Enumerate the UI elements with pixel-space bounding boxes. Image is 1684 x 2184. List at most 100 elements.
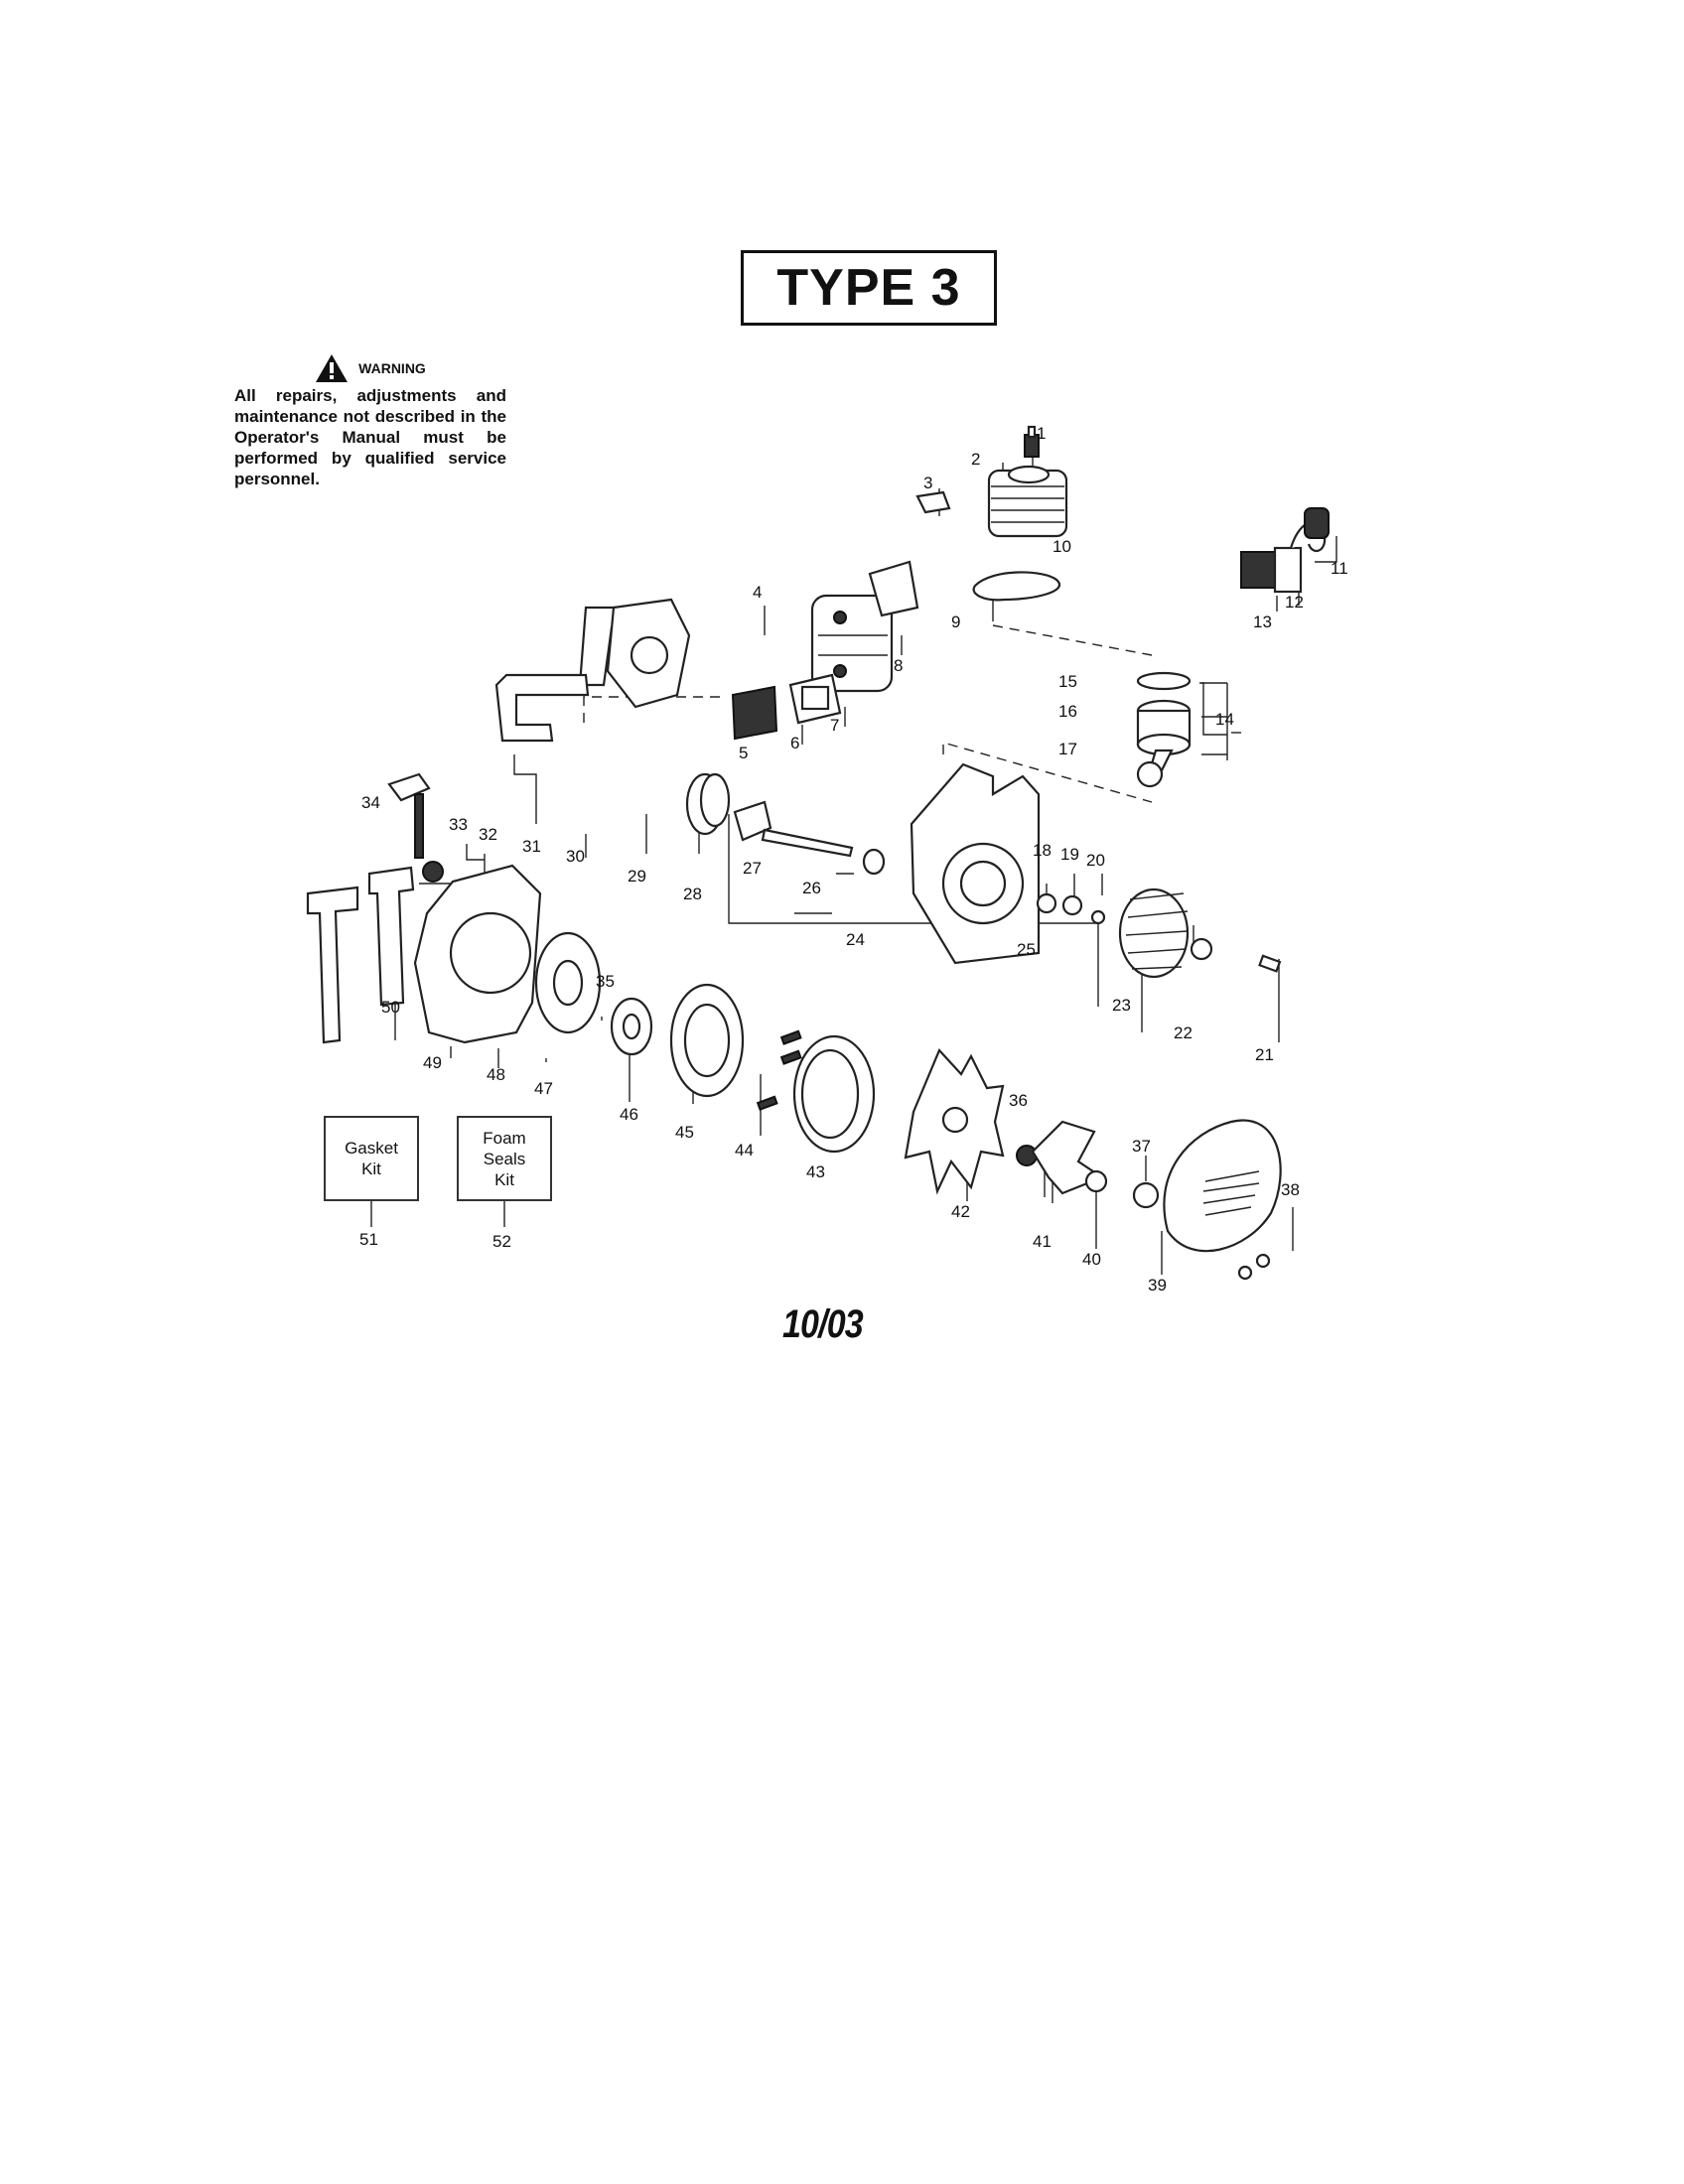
revision-date: 10/03 xyxy=(782,1302,864,1346)
callout-51: 51 xyxy=(359,1230,378,1249)
callout-46: 46 xyxy=(620,1105,638,1124)
warning-triangle-icon xyxy=(316,354,349,382)
callout-27: 27 xyxy=(743,859,762,878)
callout-42: 42 xyxy=(951,1202,970,1221)
flywheel-washer-part xyxy=(1190,937,1213,961)
piston-part xyxy=(1136,671,1192,756)
callout-23: 23 xyxy=(1112,996,1131,1015)
callout-50: 50 xyxy=(381,998,400,1017)
callout-20: 20 xyxy=(1086,851,1105,870)
starter-screws-part xyxy=(756,1029,802,1111)
blower-cover-part xyxy=(1163,1119,1282,1253)
primer-handle-part xyxy=(387,772,444,883)
callout-1: 1 xyxy=(1037,424,1046,443)
callout-43: 43 xyxy=(806,1162,825,1181)
starter-washer-part xyxy=(610,997,653,1056)
blower-nut-part xyxy=(1132,1181,1160,1209)
callout-35: 35 xyxy=(596,972,615,991)
crankshaft-part xyxy=(733,800,854,858)
callout-48: 48 xyxy=(487,1065,505,1084)
spark-plug-part xyxy=(1024,425,1040,458)
callout-30: 30 xyxy=(566,847,585,866)
muffler-gasket-part xyxy=(788,673,842,725)
callout-47: 47 xyxy=(534,1079,553,1098)
warning-heading: WARNING xyxy=(358,359,426,376)
crankcase-part xyxy=(910,762,1041,965)
callout-22: 22 xyxy=(1174,1024,1193,1042)
spark-arrestor-part xyxy=(915,490,951,514)
callout-18: 18 xyxy=(1033,841,1052,860)
callout-labels: 1 2 3 4 5 6 7 8 9 10 11 12 13 14 15 16 1… xyxy=(359,424,1348,1295)
impeller-nut-part xyxy=(1016,1145,1038,1166)
callout-16: 16 xyxy=(1058,702,1077,721)
callout-49: 49 xyxy=(423,1053,442,1072)
callout-6: 6 xyxy=(790,734,799,752)
callout-45: 45 xyxy=(675,1123,694,1142)
flywheel-part xyxy=(1118,887,1190,979)
intake-adapter-part xyxy=(606,598,691,709)
warning-text: All repairs, adjustments and maintenance… xyxy=(234,386,506,488)
diagram-title: TYPE 3 xyxy=(741,250,997,326)
cylinder-shield-part xyxy=(494,606,628,743)
callout-41: 41 xyxy=(1033,1232,1052,1251)
connecting-rod-part xyxy=(1136,749,1174,788)
callout-10: 10 xyxy=(1052,537,1071,556)
bearing-parts xyxy=(1036,892,1106,925)
callout-9: 9 xyxy=(951,613,960,631)
callout-26: 26 xyxy=(802,879,821,897)
flywheel-key-part xyxy=(1258,954,1282,973)
callout-3: 3 xyxy=(923,474,932,492)
callout-14: 14 xyxy=(1215,710,1234,729)
callout-7: 7 xyxy=(830,716,839,735)
starter-pulley-part xyxy=(534,931,602,1034)
callout-8: 8 xyxy=(894,656,903,675)
callout-29: 29 xyxy=(628,867,646,886)
crankshaft-seal-part xyxy=(862,848,886,876)
gasket-kit-box: Gasket Kit xyxy=(324,1116,419,1201)
muffler-plate-part xyxy=(731,685,778,741)
callout-17: 17 xyxy=(1058,740,1077,758)
callout-12: 12 xyxy=(1285,593,1304,612)
callout-25: 25 xyxy=(1017,940,1036,959)
callout-11: 11 xyxy=(1331,559,1348,578)
muffler-part xyxy=(810,594,894,693)
muffler-heat-shield-part xyxy=(868,560,919,617)
foam-seal-parts xyxy=(306,866,415,1044)
ignition-module-part xyxy=(1240,507,1330,594)
callout-32: 32 xyxy=(479,825,497,844)
fan-adapter-part xyxy=(1031,1120,1105,1195)
callout-37: 37 xyxy=(1132,1137,1151,1156)
callout-44: 44 xyxy=(735,1141,754,1160)
callout-39: 39 xyxy=(1148,1276,1167,1295)
warning-notice: WARNING All repairs, adjustments and mai… xyxy=(234,353,506,489)
callout-36: 36 xyxy=(1009,1091,1028,1110)
callout-34: 34 xyxy=(361,793,380,812)
callout-2: 2 xyxy=(971,450,980,469)
callout-40: 40 xyxy=(1082,1250,1101,1269)
blower-housing-part xyxy=(413,864,542,1044)
callout-24: 24 xyxy=(846,930,865,949)
assembly-guide-lines xyxy=(583,624,1153,803)
callout-33: 33 xyxy=(449,815,468,834)
impeller-ring-part xyxy=(792,1034,876,1154)
warning-header: WARNING xyxy=(234,353,506,383)
callout-28: 28 xyxy=(683,885,702,903)
adapter-o-ring-part xyxy=(699,772,731,828)
callout-13: 13 xyxy=(1253,613,1272,631)
callout-52: 52 xyxy=(492,1232,511,1251)
starter-spring-housing-part xyxy=(669,983,745,1098)
cylinder-part xyxy=(987,465,1068,538)
callout-38: 38 xyxy=(1281,1180,1300,1199)
cylinder-gasket-part xyxy=(972,571,1060,602)
callout-15: 15 xyxy=(1058,672,1077,691)
callout-5: 5 xyxy=(739,744,748,762)
foam-seals-kit-box: Foam Seals Kit xyxy=(457,1116,552,1201)
callout-19: 19 xyxy=(1060,845,1079,864)
callout-4: 4 xyxy=(753,583,762,602)
callout-31: 31 xyxy=(522,837,541,856)
impeller-part xyxy=(904,1047,1005,1195)
adapter-washer-part xyxy=(1084,1169,1108,1193)
callout-21: 21 xyxy=(1255,1045,1274,1064)
leader-lines xyxy=(370,443,1337,1275)
